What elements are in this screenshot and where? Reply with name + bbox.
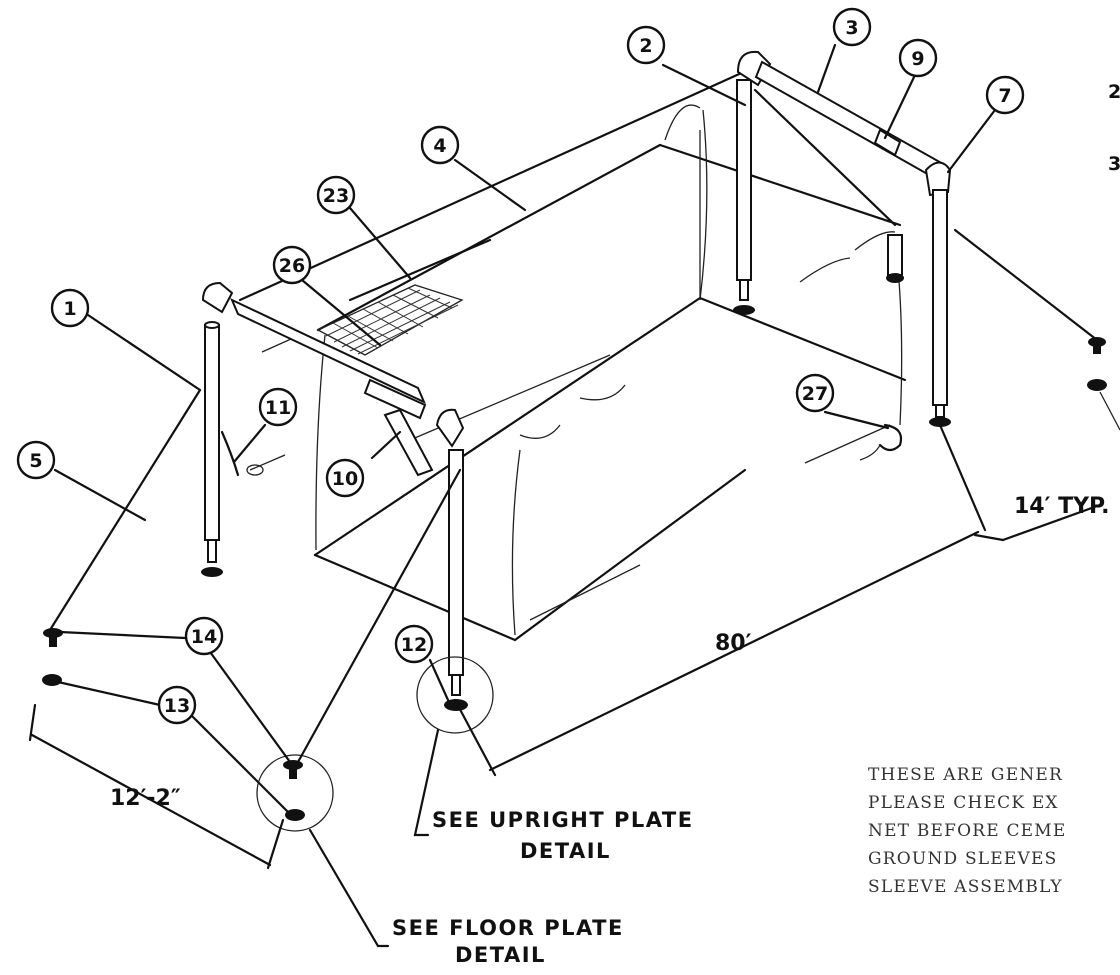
callout-number: 3 — [845, 17, 858, 39]
callout-number: 11 — [265, 397, 291, 419]
callout-10: 10 — [325, 458, 365, 498]
callout-number: 10 — [332, 468, 358, 490]
floor-detail-label-2: DETAIL — [455, 943, 546, 967]
callout-circle — [316, 175, 356, 215]
left-far-upright — [201, 281, 240, 577]
callout-circle — [184, 616, 224, 656]
callout-9: 9 — [898, 38, 938, 78]
length-dimension: 80′ — [715, 631, 752, 656]
callout-circle — [325, 458, 365, 498]
callout-circle — [985, 75, 1025, 115]
callout-5: 5 — [16, 440, 56, 480]
floor-detail-label-1: SEE FLOOR PLATE — [392, 916, 624, 940]
partial-callout-3: 3 — [1108, 153, 1120, 175]
callout-number: 4 — [433, 135, 446, 157]
right-hardware — [1087, 337, 1120, 431]
callout-circle — [832, 7, 872, 47]
right-near-upright — [886, 189, 951, 427]
note-line-4: GROUND SLEEVES — [868, 849, 1057, 869]
callout-3: 3 — [832, 7, 872, 47]
callout-number: 13 — [164, 695, 190, 717]
callout-circle — [795, 373, 835, 413]
callout-circle — [16, 440, 56, 480]
dimension-14-typ — [973, 503, 1102, 542]
callout-number: 26 — [279, 255, 305, 277]
callout-circle — [50, 288, 90, 328]
callout-13: 13 — [157, 685, 197, 725]
callout-number: 9 — [911, 48, 924, 70]
note-line-3: NET BEFORE CEME — [868, 821, 1067, 841]
callout-number: 14 — [191, 626, 217, 648]
dimension-80 — [453, 423, 987, 777]
callout-circle — [626, 25, 666, 65]
callout-11: 11 — [258, 387, 298, 427]
callout-circle — [420, 125, 460, 165]
callout-12: 12 — [394, 624, 434, 664]
callout-27: 27 — [795, 373, 835, 413]
callout-number: 1 — [63, 298, 76, 320]
left-near-upright — [444, 449, 468, 711]
dimension-12-2 — [28, 703, 285, 870]
callout-14: 14 — [184, 616, 224, 656]
right-top-rail — [753, 60, 952, 227]
note-line-1: THESE ARE GENER — [868, 765, 1063, 785]
callout-circle — [272, 245, 312, 285]
callout-4: 4 — [420, 125, 460, 165]
callout-1: 1 — [50, 288, 90, 328]
partial-callout-2: 2 — [1108, 81, 1120, 103]
callout-number: 23 — [323, 185, 349, 207]
floor-detail-circle — [256, 754, 334, 832]
callout-number: 2 — [639, 35, 652, 57]
typical-dimension: 14′ TYP. — [1014, 494, 1109, 519]
right-far-upright — [733, 50, 772, 315]
callout-26: 26 — [272, 245, 312, 285]
upright-detail-label-2: DETAIL — [520, 839, 611, 863]
callout-circle — [157, 685, 197, 725]
left-top-rail — [230, 297, 465, 477]
callout-number: 27 — [802, 383, 828, 405]
callout-circle — [394, 624, 434, 664]
note-line-5: SLEEVE ASSEMBLY — [868, 877, 1063, 897]
callout-circle — [898, 38, 938, 78]
upright-detail-circle — [416, 656, 494, 734]
note-line-2: PLEASE CHECK EX — [868, 793, 1059, 813]
upright-detail-label-1: SEE UPRIGHT PLATE — [432, 808, 694, 832]
callout-circle — [258, 387, 298, 427]
net-panel — [316, 238, 492, 356]
callout-number: 7 — [998, 85, 1011, 107]
leader-lines — [48, 43, 1099, 948]
callout-2: 2 — [626, 25, 666, 65]
width-dimension: 12′-2″ — [110, 786, 181, 811]
callout-number: 12 — [401, 634, 427, 656]
callout-7: 7 — [985, 75, 1025, 115]
callout-23: 23 — [316, 175, 356, 215]
callout-number: 5 — [29, 450, 42, 472]
